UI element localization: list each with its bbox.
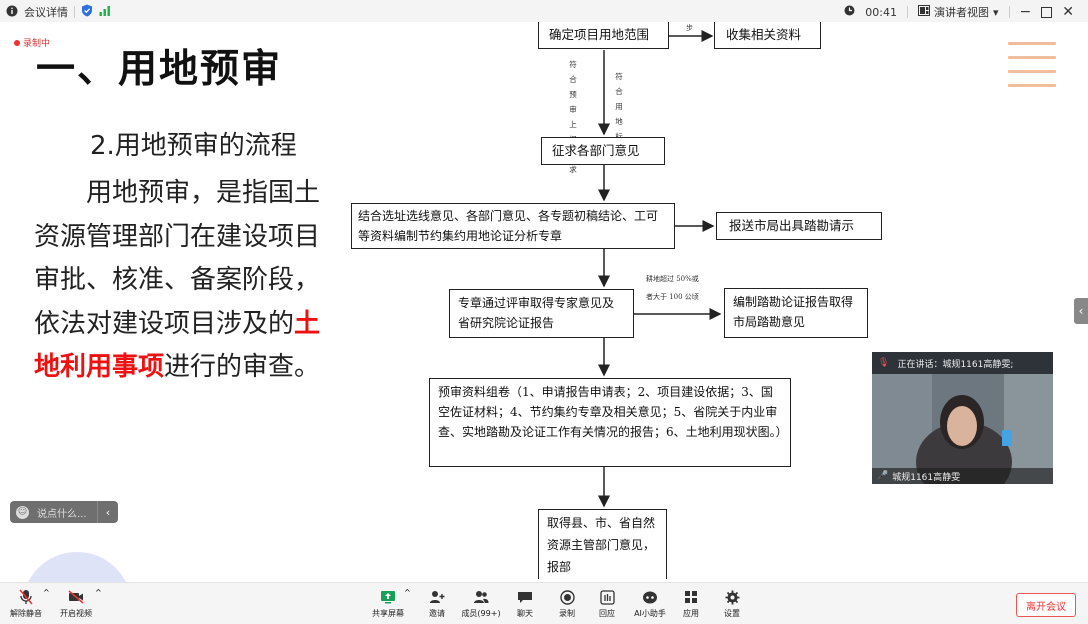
mute-button[interactable]: 解除静音 bbox=[6, 589, 46, 619]
side-panel-toggle[interactable]: ‹ bbox=[1074, 298, 1088, 324]
flow-box-collect: 收集相关资料 bbox=[714, 22, 821, 49]
divider bbox=[907, 6, 908, 18]
speaking-name: 城规1161高静雯; bbox=[942, 359, 1014, 370]
members-button[interactable]: 成员(99+) bbox=[461, 589, 501, 619]
record-button[interactable]: 录制 bbox=[547, 589, 587, 619]
clock-icon bbox=[844, 5, 855, 19]
slide-title: 一、用地预审 bbox=[36, 47, 283, 92]
paragraph-text-end: 进行的审查。 bbox=[164, 352, 321, 382]
emoji-icon[interactable]: ☺ bbox=[16, 505, 29, 519]
video-button[interactable]: 开启视频 bbox=[56, 589, 96, 619]
settings-button[interactable]: 设置 bbox=[712, 589, 752, 619]
ai-assistant-label: AI小助手 bbox=[634, 609, 666, 618]
share-screen-icon bbox=[380, 589, 396, 605]
share-options-chevron[interactable]: ^ bbox=[404, 588, 411, 597]
video-label: 开启视频 bbox=[60, 609, 92, 618]
ai-assistant-button[interactable]: AI小助手 bbox=[630, 589, 670, 619]
speaking-icon: 🎙 bbox=[878, 358, 890, 368]
record-dot-icon bbox=[14, 39, 20, 46]
view-mode-dropdown[interactable]: 演讲者视图 ▾ bbox=[918, 4, 999, 20]
flow-box-report-city: 报送市局出具踏勘请示 bbox=[716, 212, 882, 240]
gear-icon bbox=[724, 589, 740, 605]
apps-button[interactable]: 应用 bbox=[671, 589, 711, 619]
ai-assistant-icon bbox=[642, 589, 658, 605]
camera-off-icon bbox=[68, 589, 84, 605]
chat-bubble-icon bbox=[517, 589, 533, 605]
record-label: 录制 bbox=[559, 609, 575, 618]
invite-label: 邀请 bbox=[429, 609, 445, 618]
replay-label: 回应 bbox=[599, 609, 615, 618]
replay-button[interactable]: 回应 bbox=[587, 589, 627, 619]
chat-input-bar[interactable]: ☺ 说点什么... ‹ bbox=[10, 501, 118, 523]
chevron-left-icon: ‹ bbox=[1078, 304, 1084, 318]
speaker-video-tile[interactable]: 🎙 正在讲话： 城规1161高静雯; 🎤 城规1161高静雯 bbox=[872, 352, 1053, 484]
invite-button[interactable]: 邀请 bbox=[417, 589, 457, 619]
flowchart-connectors bbox=[598, 22, 722, 508]
collapse-chevron-icon[interactable]: ‹ bbox=[97, 501, 118, 523]
settings-label: 设置 bbox=[724, 609, 740, 618]
minimize-button[interactable]: − bbox=[1019, 4, 1032, 20]
share-screen-label: 共享屏幕 bbox=[372, 609, 404, 618]
flow-note-1: 耕地超过 50%或 bbox=[646, 275, 699, 283]
flow-box-survey: 编制踏勘论证报告取得市局踏勘意见 bbox=[724, 288, 868, 338]
chat-label: 聊天 bbox=[517, 609, 533, 618]
speaker-name-tag: 城规1161高静雯 bbox=[892, 472, 961, 483]
flow-top-label: 步 bbox=[686, 24, 693, 32]
leave-meeting-button[interactable]: 离开会议 bbox=[1016, 593, 1076, 617]
record-icon bbox=[559, 589, 575, 605]
view-mode-label: 演讲者视图 bbox=[934, 6, 989, 19]
flow-box-dept: 征求各部门意见 bbox=[541, 137, 665, 165]
flow-box-expert: 专章通过评审取得专家意见及省研究院论证报告 bbox=[449, 289, 634, 338]
apps-label: 应用 bbox=[683, 609, 699, 618]
signal-icon[interactable] bbox=[99, 5, 111, 19]
info-icon[interactable] bbox=[6, 5, 18, 20]
divider bbox=[74, 6, 75, 18]
highlight-text: 土地利用事项 bbox=[34, 308, 321, 383]
bottom-toolbar: 解除静音 ^ 开启视频 ^ 共享屏幕 ^ 邀请 成员(99+) 聊天 录制 回应… bbox=[0, 582, 1088, 624]
add-user-icon bbox=[429, 589, 445, 605]
mic-icon: 🎤 bbox=[877, 471, 889, 481]
hand-icon bbox=[599, 589, 615, 605]
slide-paragraph: 用地预审，是指国土资源管理部门在建设项目审批、核准、备案阶段，依法对建设项目涉及… bbox=[34, 172, 334, 390]
flow-box-docs: 预审资料组卷（1、申请报告申请表；2、项目建设依据；3、国空佐证材料；4、节约集… bbox=[429, 378, 791, 467]
mute-options-chevron[interactable]: ^ bbox=[43, 588, 50, 597]
members-label: 成员(99+) bbox=[461, 609, 501, 618]
decoration-lines bbox=[1008, 42, 1056, 98]
flow-box-combine: 结合选址选线意见、各部门意见、各专题初稿结论、工可等资料编制节约集约用地论证分析… bbox=[351, 203, 675, 249]
flow-note-2: 者大于 100 公顷 bbox=[646, 293, 699, 301]
speaker-video-frame bbox=[872, 374, 1053, 484]
chevron-down-icon: ▾ bbox=[993, 5, 999, 19]
window-topbar: 会议详情 00:41 演讲者视图 ▾ − ✕ bbox=[0, 0, 1088, 23]
recording-indicator: 录制中 bbox=[14, 36, 50, 49]
speaker-header: 🎙 正在讲话： 城规1161高静雯; bbox=[872, 352, 1053, 374]
share-screen-button[interactable]: 共享屏幕 bbox=[368, 589, 408, 619]
video-options-chevron[interactable]: ^ bbox=[95, 588, 102, 597]
chat-placeholder[interactable]: 说点什么... bbox=[37, 508, 87, 520]
layout-icon bbox=[918, 5, 930, 19]
recording-label: 录制中 bbox=[23, 39, 51, 49]
slide-subtitle: 2.用地预审的流程 bbox=[90, 131, 297, 161]
meeting-timer: 00:41 bbox=[865, 5, 897, 19]
chat-button[interactable]: 聊天 bbox=[505, 589, 545, 619]
mic-muted-icon bbox=[18, 589, 34, 605]
maximize-button[interactable] bbox=[1041, 6, 1053, 18]
flow-box-range: 确定项目用地范围 bbox=[538, 22, 669, 49]
shared-slide: 录制中 一、用地预审 2.用地预审的流程 用地预审，是指国土资源管理部门在建设项… bbox=[0, 22, 1088, 612]
apps-grid-icon bbox=[683, 589, 699, 605]
paragraph-text: 用地预审，是指国土资源管理部门在建设项目审批、核准、备案阶段，依法对建设项目涉及… bbox=[34, 178, 321, 339]
speaking-prefix: 正在讲话： bbox=[897, 359, 943, 370]
meeting-details-link[interactable]: 会议详情 bbox=[24, 6, 68, 19]
users-icon bbox=[473, 589, 489, 605]
shield-icon[interactable] bbox=[81, 4, 93, 20]
flow-box-final: 取得县、市、省自然资源主管部门意见，报部 bbox=[538, 509, 667, 579]
divider bbox=[1008, 6, 1010, 18]
speaker-name-bar: 🎤 城规1161高静雯 bbox=[872, 468, 1053, 484]
close-button[interactable]: ✕ bbox=[1062, 4, 1074, 20]
mute-label: 解除静音 bbox=[10, 609, 42, 618]
